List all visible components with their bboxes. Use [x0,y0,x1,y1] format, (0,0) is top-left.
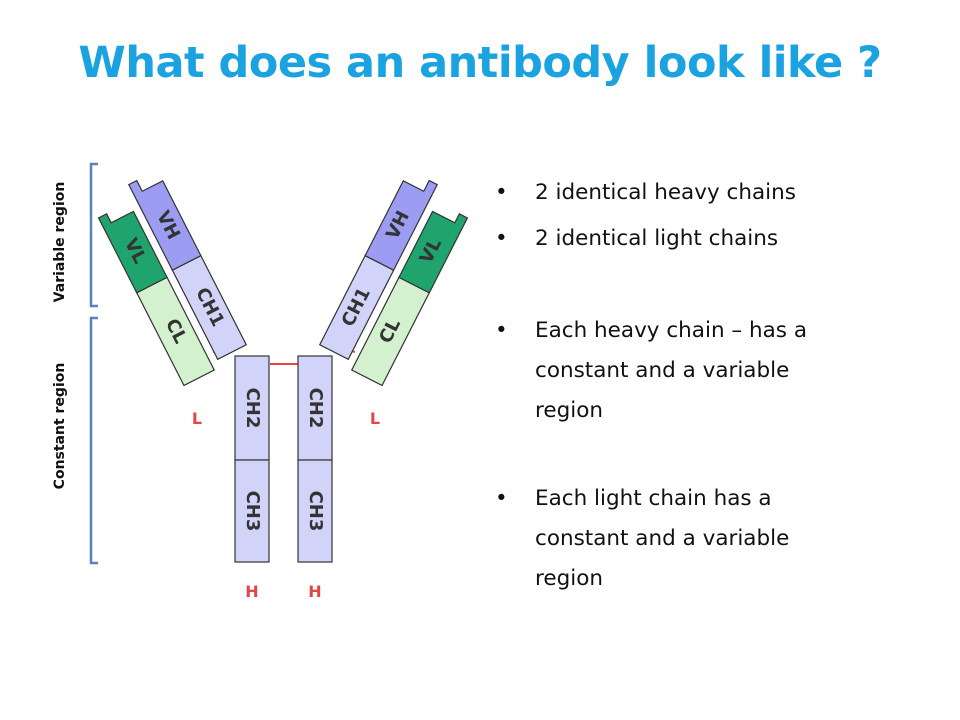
bullet-text-line2: constant and a variable [535,358,790,383]
left-heavy-fc: CH2 CH3 [234,355,270,563]
bullet-dot: • [495,486,508,511]
left-heavy-fab: CH1 VH [127,179,248,361]
bullet-text: 2 identical light chains [535,226,779,251]
bullet-text-line3: region [535,398,603,423]
bullet-text-line1: Each heavy chain – has a [535,318,808,343]
bullet-dot: • [495,226,508,251]
left-light-chain: CL VL [97,210,216,387]
right-ch2-label: CH2 [305,388,326,429]
bracket-constant [89,316,98,565]
right-arm: CH1 VH CL VL [318,179,469,387]
left-ch2-label: CH2 [242,388,263,429]
right-ch3-label: CH3 [305,491,326,532]
bullet-text-line2: constant and a variable [535,526,790,551]
bullet-text-line1: Each light chain has a [535,486,772,511]
right-ch3-domain [297,459,333,563]
chain-label-light-right: L [370,409,380,428]
bracket-variable-line [89,162,98,308]
bullet-item: • 2 identical light chains [495,224,935,254]
bullet-text: 2 identical heavy chains [535,180,796,205]
right-vl-domain [398,210,469,294]
bullet-item: • Each light chain has a constant and a … [495,484,935,594]
chain-label-heavy-right: H [308,582,321,601]
bracket-constant-line [89,316,98,565]
right-heavy-fab: CH1 VH [318,179,439,361]
left-vh-domain [127,179,202,271]
left-vl-domain [97,210,168,294]
bracket-variable [89,162,98,308]
left-ch3-domain [234,459,270,563]
bullet-dot: • [495,180,508,205]
bullet-item: • Each heavy chain – has a constant and … [495,316,935,426]
left-arm: CH1 VH CL VL [97,179,248,387]
left-ch2-domain [234,355,270,461]
slide-title: What does an antibody look like ? [78,38,882,88]
bullet-text-line3: region [535,566,603,591]
label-variable-region: Variable region [52,182,68,303]
chain-label-heavy-left: H [245,582,258,601]
label-constant-region: Constant region [52,363,68,490]
right-vh-domain [364,179,439,271]
left-ch3-label: CH3 [242,491,263,532]
chain-label-light-left: L [192,409,202,428]
right-heavy-fc: CH2 CH3 [297,355,333,563]
bullet-item: • 2 identical heavy chains [495,178,935,208]
right-light-chain: CL VL [350,210,469,387]
bullet-dot: • [495,318,508,343]
antibody-diagram: Variable region Constant region CH1 VH C… [52,162,469,601]
